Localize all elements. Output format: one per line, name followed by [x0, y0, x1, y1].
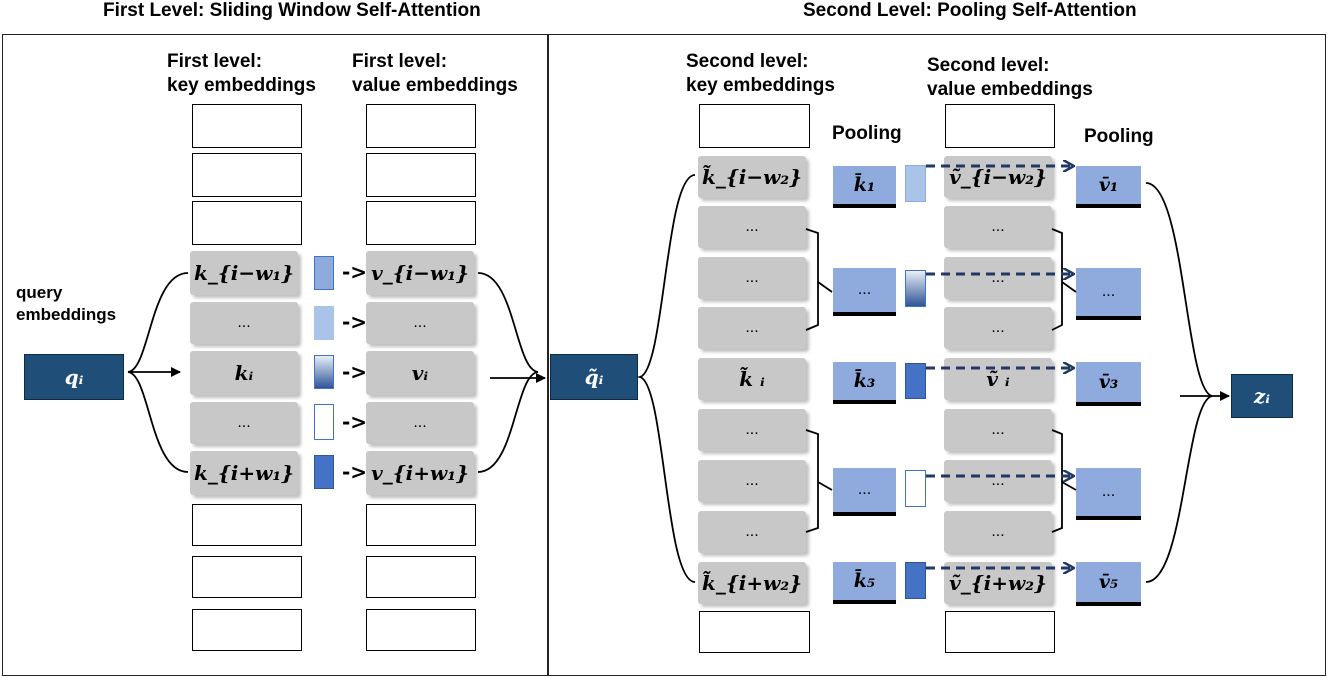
output-brace	[1145, 182, 1213, 583]
right-key-empty-box	[699, 104, 810, 148]
right-value-box: ...	[944, 460, 1052, 502]
right-value-header: Second level:value embeddings	[927, 55, 1093, 100]
right-value-empty-box	[945, 611, 1055, 653]
pooled-key-box: k̄₅	[833, 562, 896, 600]
left-value-empty-box	[366, 201, 476, 245]
right-key-box: k̃_{i−w₂}	[698, 156, 806, 198]
right-value-box: ...	[944, 511, 1052, 553]
right-value-box: ...	[944, 307, 1052, 349]
attention-weight-square	[314, 306, 334, 340]
right-key-box: ...	[698, 206, 806, 248]
second-query-brace	[636, 174, 696, 583]
left-value-box: v_{i−w₁}	[366, 251, 474, 295]
pooled-value-box: v̄₅	[1076, 562, 1141, 602]
right-key-box: k̃_{i+w₂}	[698, 562, 806, 604]
left-key-box: ...	[190, 402, 298, 444]
pooled-key-box: ...	[833, 268, 896, 312]
left-value-empty-box	[366, 104, 476, 148]
arrow-glyph: ->	[342, 260, 368, 284]
left-key-box: k_{i+w₁}	[190, 451, 298, 495]
arrow-glyph: ->	[342, 460, 368, 484]
attention-weight-square	[314, 404, 334, 440]
right-key-box: k̃ ᵢ	[698, 358, 806, 400]
attention-weight-square	[905, 470, 926, 507]
left-panel	[2, 34, 549, 676]
right-value-box: ...	[944, 257, 1052, 299]
pooled-key-box: k̄₁	[833, 166, 896, 204]
left-value-header: First level:value embeddings	[352, 51, 518, 96]
left-value-empty-box	[366, 609, 476, 651]
right-value-empty-box	[945, 104, 1055, 148]
right-key-box: ...	[698, 409, 806, 451]
left-value-empty-box	[366, 504, 476, 546]
attention-weight-square	[905, 562, 926, 599]
right-key-header: Second level:key embeddings	[686, 51, 835, 96]
attention-weight-square	[314, 256, 334, 290]
query-brace	[127, 272, 189, 473]
key-group-bracket	[805, 429, 819, 533]
left-key-box: ...	[190, 302, 298, 344]
pooled-value-box: v̄₁	[1076, 166, 1141, 204]
left-key-header: First level:key embeddings	[167, 51, 316, 96]
left-key-empty-box	[192, 504, 302, 546]
pooled-key-box: k̄₃	[833, 362, 896, 400]
pooled-key-box: ...	[833, 468, 896, 512]
left-value-empty-box	[366, 153, 476, 197]
value-group-bracket	[1051, 429, 1063, 533]
left-value-box: vᵢ	[366, 351, 474, 395]
left-key-box: kᵢ	[190, 351, 298, 395]
pooling-label-values: Pooling	[1084, 126, 1154, 147]
query-box: qᵢ	[24, 354, 124, 400]
right-key-box: ...	[698, 511, 806, 553]
second-level-query-box: q̃ᵢ	[550, 354, 638, 400]
attention-weight-square	[905, 165, 926, 202]
left-key-box: k_{i−w₁}	[190, 251, 298, 295]
left-key-empty-box	[192, 609, 302, 651]
right-title: Second Level: Pooling Self-Attention	[803, 0, 1137, 21]
left-key-empty-box	[192, 556, 302, 598]
right-key-box: ...	[698, 257, 806, 299]
left-key-empty-box	[192, 201, 302, 245]
right-panel	[547, 34, 1326, 676]
left-value-box: ...	[366, 302, 474, 344]
arrow-glyph: ->	[342, 310, 368, 334]
left-key-empty-box	[192, 104, 302, 148]
arrow-glyph: ->	[342, 410, 368, 434]
left-key-empty-box	[192, 153, 302, 197]
right-key-box: ...	[698, 307, 806, 349]
right-value-box: ṽ_{i−w₂}	[944, 156, 1052, 198]
right-value-box: ...	[944, 206, 1052, 248]
pooled-value-box: v̄₃	[1076, 362, 1141, 402]
attention-weight-square	[905, 363, 926, 399]
value-group-bracket	[1051, 228, 1063, 331]
left-title: First Level: Sliding Window Self-Attenti…	[103, 0, 481, 21]
right-key-empty-box	[699, 611, 810, 653]
left-value-box: ...	[366, 402, 474, 444]
output-box: zᵢ	[1231, 374, 1293, 418]
attention-weight-square	[314, 455, 334, 489]
right-value-box: ṽ ᵢ	[944, 358, 1052, 400]
attention-weight-square	[905, 270, 926, 307]
attention-weight-square	[314, 355, 334, 389]
key-group-bracket	[805, 228, 819, 331]
pooling-label-keys: Pooling	[832, 123, 902, 144]
values-brace	[477, 272, 539, 473]
left-value-empty-box	[366, 556, 476, 598]
arrow-glyph: ->	[342, 360, 368, 384]
pooled-value-box: ...	[1076, 468, 1141, 516]
right-key-box: ...	[698, 460, 806, 502]
left-value-box: v_{i+w₁}	[366, 451, 474, 495]
pooled-value-box: ...	[1076, 268, 1141, 316]
right-value-box: ...	[944, 409, 1052, 451]
